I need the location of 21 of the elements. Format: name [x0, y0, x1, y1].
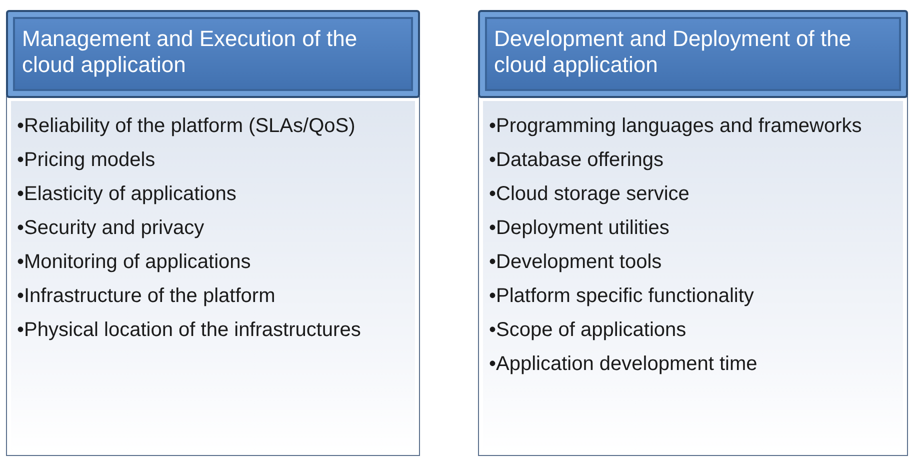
- bullet-item: •Platform specific functionality: [489, 284, 755, 309]
- bullet-item: •Deployment utilities: [489, 216, 670, 241]
- bullet-item: •Pricing models: [17, 148, 156, 173]
- bullet-item: •Reliability of the platform (SLAs/QoS): [17, 114, 356, 139]
- bullet-item: •Development tools: [489, 250, 663, 275]
- bullet-item: •Programming languages and frameworks: [489, 114, 863, 139]
- bullet-item: •Infrastructure of the platform: [17, 284, 276, 309]
- panel-heading: Management and Execution of the cloud application: [22, 26, 358, 78]
- bullet-item: •Application development time: [489, 352, 758, 377]
- header-band: [6, 10, 420, 98]
- bullet-item: •Database offerings: [489, 148, 665, 173]
- bullet-item: •Elasticity of applications: [17, 182, 238, 207]
- bullet-item: •Security and privacy: [17, 216, 206, 241]
- bullet-item: •Physical location of the infrastructures: [17, 318, 362, 343]
- bullet-item: •Cloud storage service: [489, 182, 690, 207]
- list-panel: [6, 96, 420, 456]
- bullet-item: •Monitoring of applications: [17, 250, 252, 275]
- header-band: [478, 10, 908, 98]
- panel-heading: Development and Deployment of the cloud application: [494, 26, 852, 78]
- list-panel: [478, 96, 908, 456]
- bullet-item: •Scope of applications: [489, 318, 688, 343]
